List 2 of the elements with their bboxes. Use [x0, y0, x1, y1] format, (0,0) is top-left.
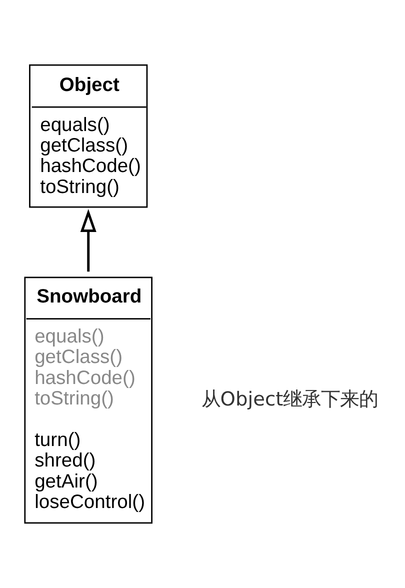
label: 从Object继承下来的 [201, 387, 378, 410]
arrow [80, 209, 96, 272]
